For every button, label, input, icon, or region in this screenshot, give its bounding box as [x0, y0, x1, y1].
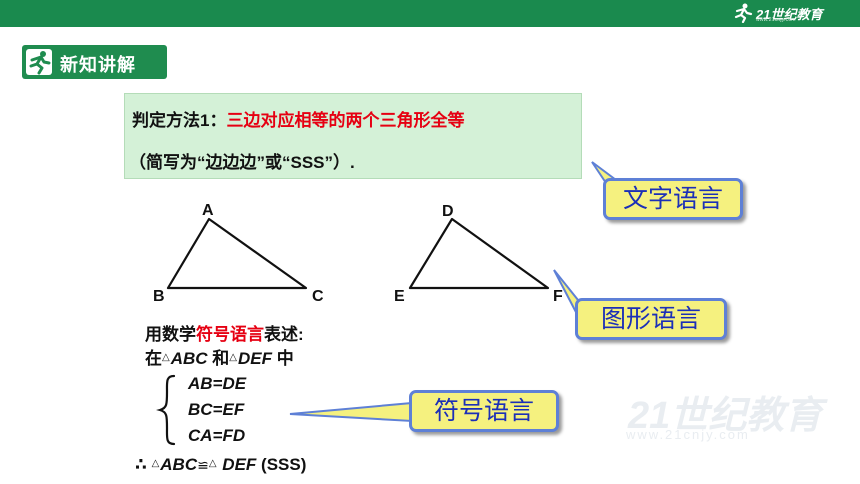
brand-name: 21世纪教育	[756, 7, 823, 22]
intro-suffix: 表述:	[264, 325, 304, 344]
equation-ca-fd: CA=FD	[188, 426, 246, 445]
conclusion-line: ∴ △ABC≌△ DEF (SSS)	[135, 455, 306, 475]
definition-box: 判定方法1：三边对应相等的两个三角形全等 （简写为“边边边”或“SSS”）.	[124, 93, 582, 179]
brand-url: www.21cnjy.com	[756, 17, 796, 23]
therefore-symbol: ∴	[135, 455, 147, 474]
top-bar: 21世纪教育 www.21cnjy.com	[0, 0, 860, 27]
brand-logo: 21世纪教育 www.21cnjy.com	[732, 3, 842, 23]
symbol-intro-line: 用数学符号语言表述:	[145, 320, 304, 345]
method-prefix: 判定方法1：	[132, 111, 227, 130]
condition-line: 在△ABC 和△DEF 中	[145, 344, 294, 369]
section-label: 新知讲解	[60, 55, 136, 75]
in-word: 在	[145, 349, 162, 368]
vertex-c-label: C	[312, 288, 324, 305]
triangle-def-name: DEF	[237, 349, 272, 368]
and-word: 和	[212, 349, 230, 368]
sss-label: (SSS)	[261, 455, 307, 474]
triangle-symbol: △	[162, 352, 170, 363]
equation-ab-de: AB=DE	[188, 374, 247, 393]
vertex-f-label: F	[553, 288, 563, 305]
left-brace	[156, 374, 176, 446]
vertex-a-label: A	[202, 202, 214, 219]
vertex-d-label: D	[442, 203, 454, 220]
graphic-language-callout: 图形语言	[575, 298, 727, 340]
vertex-b-label: B	[153, 288, 165, 305]
watermark-text: 21世纪教育	[628, 395, 823, 437]
text-language-callout: 文字语言	[603, 178, 743, 220]
watermark-url: www.21cnjy.com	[626, 427, 750, 442]
intro-highlight: 符号语言	[196, 325, 264, 344]
symbol-language-callout: 符号语言	[409, 390, 559, 432]
section-tag: 新知讲解	[22, 45, 167, 79]
congruent-symbol: ≌	[197, 457, 209, 473]
triangle-def	[408, 217, 550, 290]
triangle-symbol: △	[151, 458, 160, 469]
intro-prefix: 用数学	[145, 325, 196, 344]
triangle-abc	[166, 217, 308, 290]
equation-bc-ef: BC=EF	[188, 400, 245, 419]
triangle-abc-name: ABC	[160, 455, 198, 474]
triangle-abc-name: ABC	[170, 349, 208, 368]
symbol-callout-pointer	[289, 401, 413, 423]
triangle-def-name: DEF	[222, 455, 257, 474]
runner-icon	[26, 49, 52, 75]
triangle-symbol: △	[208, 458, 217, 469]
vertex-e-label: E	[394, 288, 405, 305]
theorem-text: 三边对应相等的两个三角形全等	[226, 111, 465, 130]
triangle-symbol: △	[229, 352, 237, 363]
abbreviation-line: （简写为“边边边”或“SSS”）.	[129, 153, 355, 172]
brand-runner-icon	[734, 3, 753, 23]
definition-line: 判定方法1：三边对应相等的两个三角形全等	[132, 106, 464, 131]
zhong-word: 中	[276, 349, 294, 368]
